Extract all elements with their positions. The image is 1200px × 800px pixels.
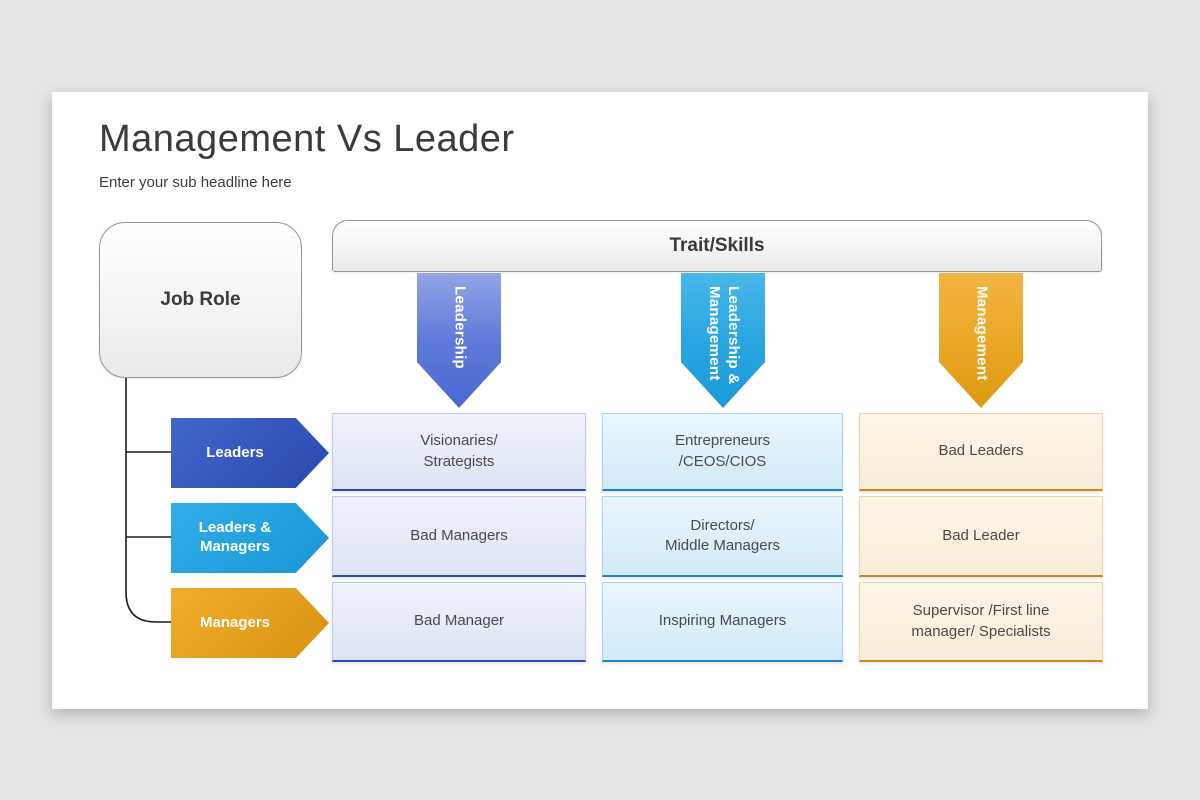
matrix-cell-r1c0: Bad Managers [332,496,586,577]
leaders-managers-row-arrow-icon: Leaders & Managers [171,503,329,573]
matrix-cell-r1c2: Bad Leader [859,496,1103,577]
trait-skills-header: Trait/Skills [332,220,1102,272]
page-title: Management Vs Leader [99,118,515,160]
matrix-cell-r1c1: Directors/ Middle Managers [602,496,843,577]
trait-skills-label: Trait/Skills [669,235,765,256]
leaders-row-arrow-icon: Leaders [171,418,329,488]
management-arrow-label: Management [973,286,991,381]
job-role-label: Job Role [160,289,241,310]
matrix-cell-r0c1: Entrepreneurs /CEOS/CIOS [602,413,843,491]
leadership-down-arrow-icon: Leadership [417,273,501,408]
management-down-arrow-icon: Management [939,273,1023,408]
matrix-cell-r2c1: Inspiring Managers [602,582,843,662]
leadership-management-down-arrow-icon: Leadership & Management [681,273,765,408]
job-role-axis-box: Job Role [99,222,302,378]
managers-row-label: Managers [199,613,271,631]
matrix-cell-r0c2: Bad Leaders [859,413,1103,491]
matrix-cell-r2c2: Supervisor /First line manager/ Speciali… [859,582,1103,662]
leadership-arrow-label: Leadership [451,286,469,370]
matrix-grid: Visionaries/ Strategists Entrepreneurs /… [332,413,1103,662]
matrix-cell-r2c0: Bad Manager [332,582,586,662]
slide-canvas: Management Vs Leader Enter your sub head… [52,92,1148,709]
managers-row-arrow-icon: Managers [171,588,329,658]
leaders-row-label: Leaders [206,443,264,461]
leadership-management-arrow-label: Leadership & Management [706,286,742,385]
leaders-managers-row-label: Leaders & Managers [198,519,272,555]
page-subtitle: Enter your sub headline here [99,174,292,191]
matrix-cell-r0c0: Visionaries/ Strategists [332,413,586,491]
